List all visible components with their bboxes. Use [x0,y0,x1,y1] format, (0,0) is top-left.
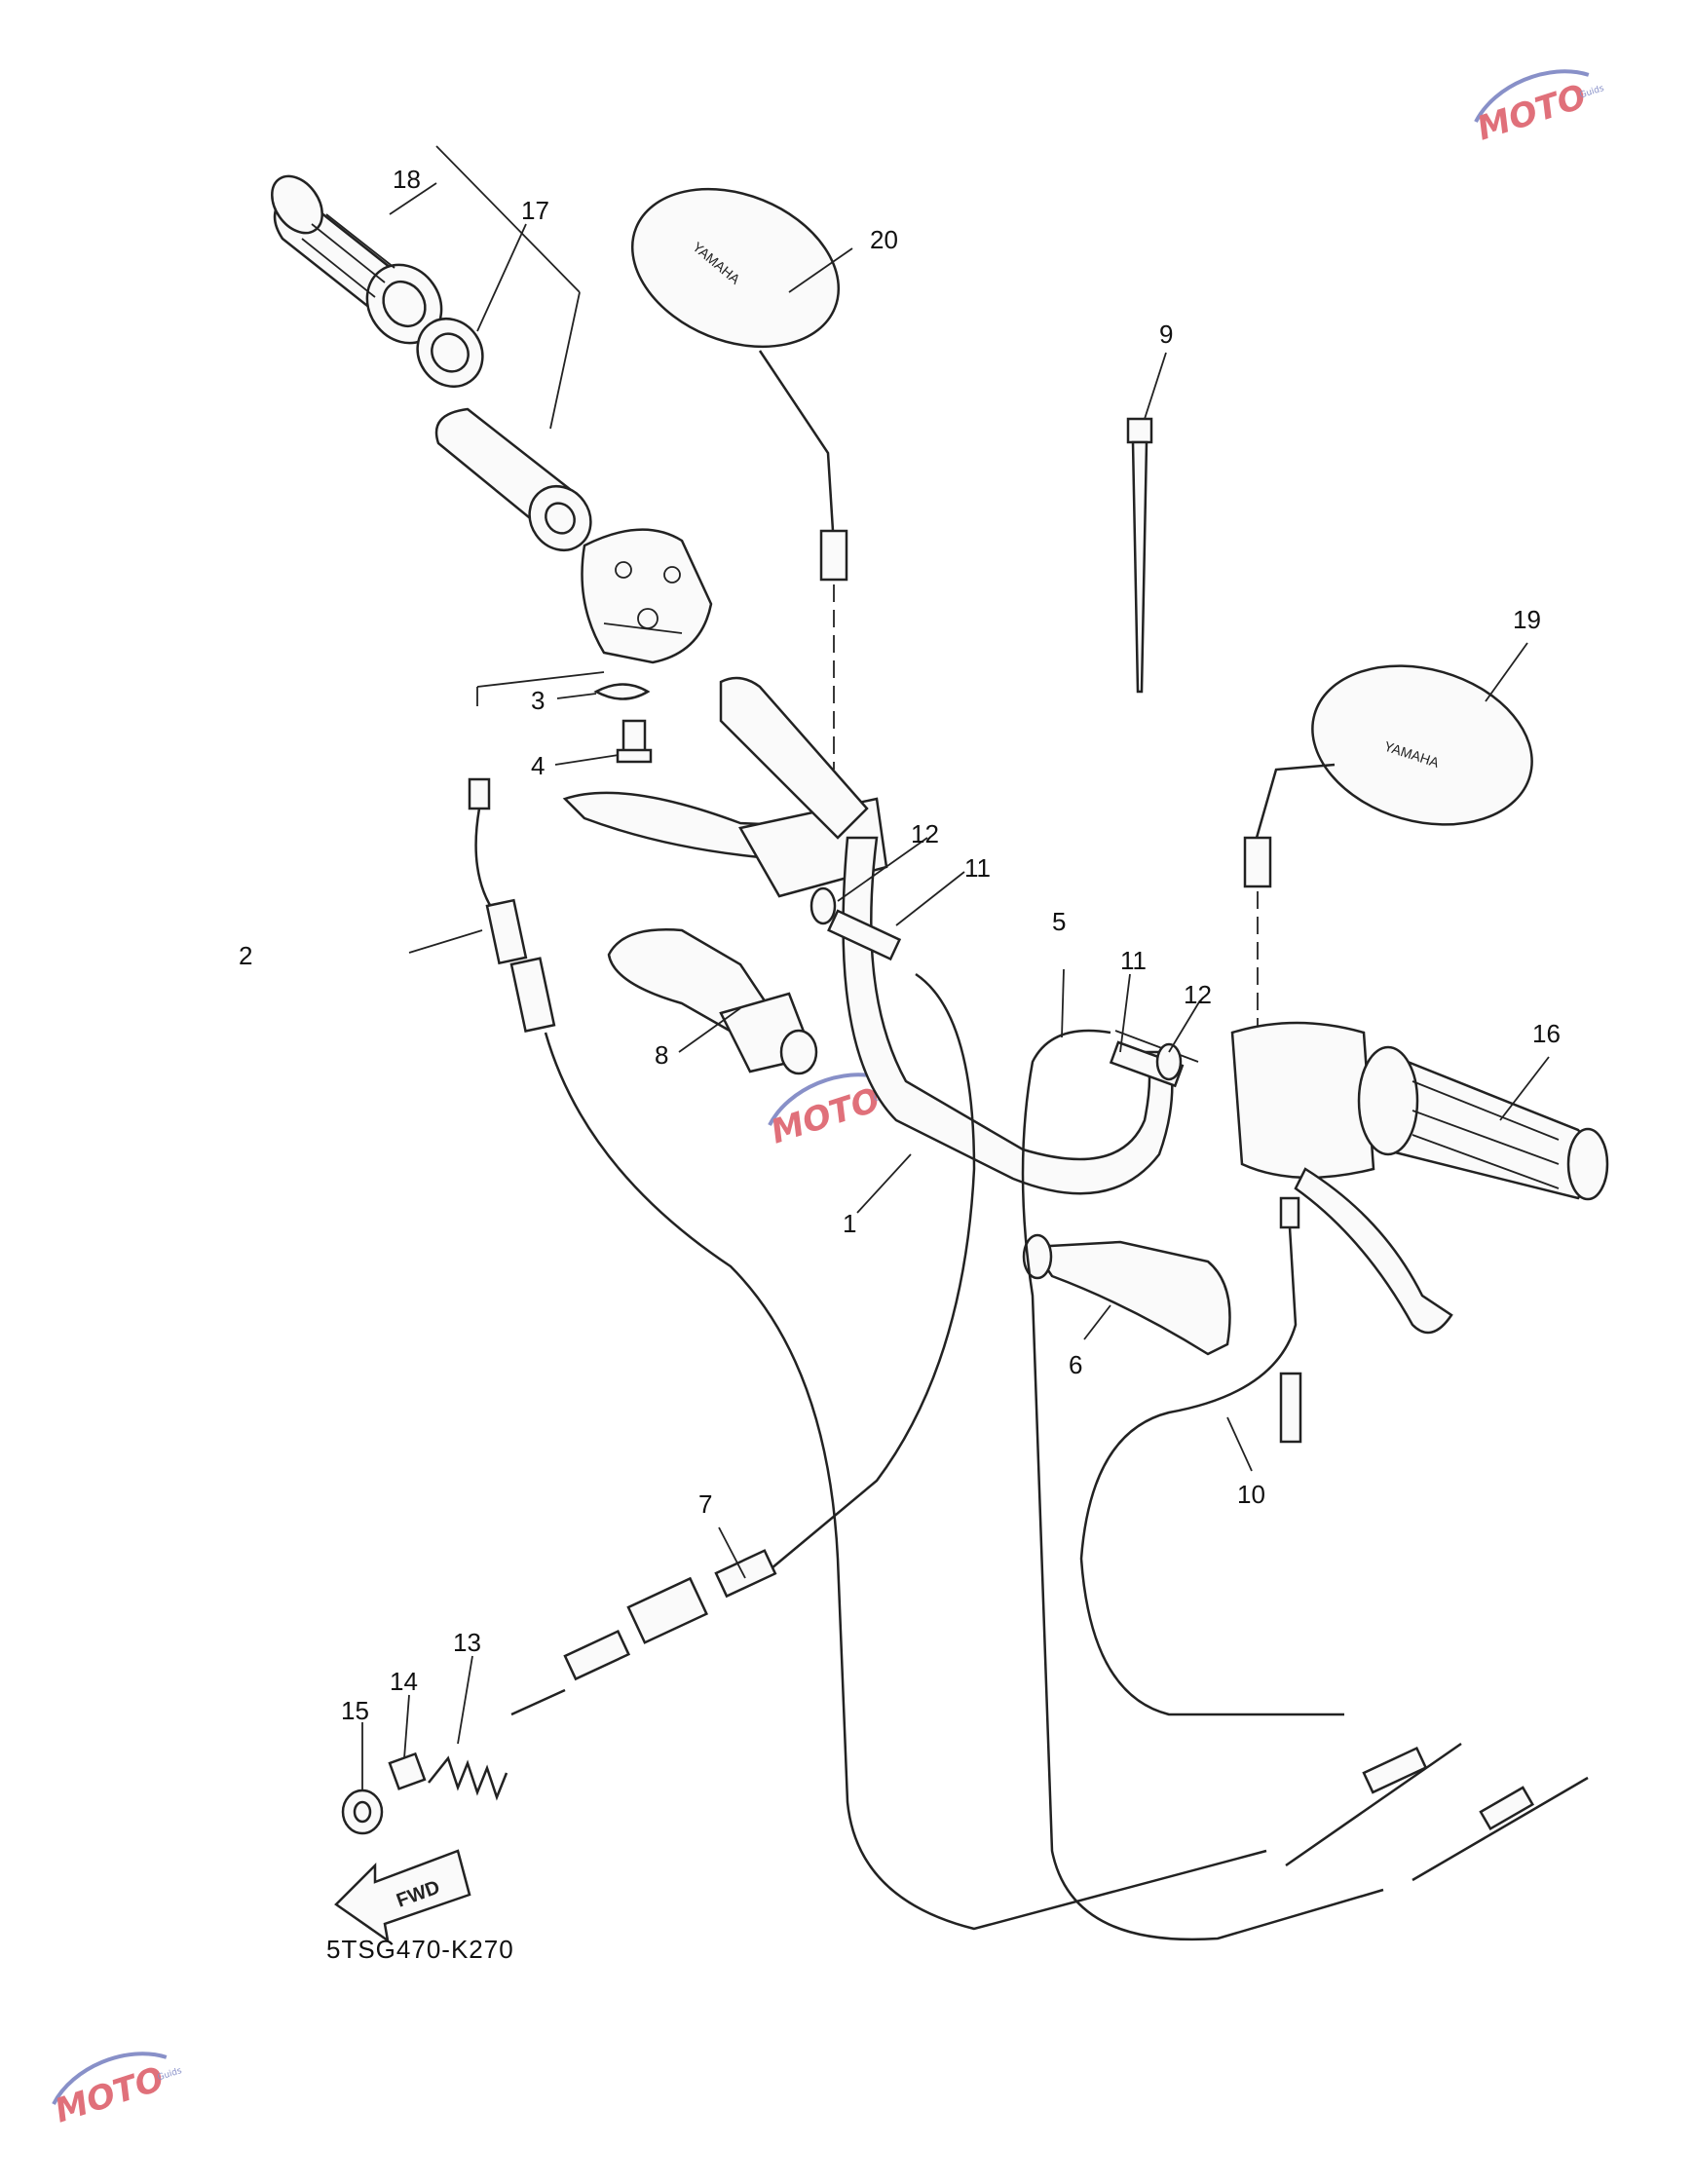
leader-lines [361,145,1550,1790]
part-label-3: 3 [531,686,545,715]
cable-5-drawing [1021,1029,1384,1941]
part-label-12-left: 12 [911,819,939,848]
lever-boot-right-drawing [1022,1233,1231,1356]
mirror-left-drawing: YAMAHA [630,187,848,770]
handlebar-drawing [842,836,1174,1195]
watermark-logo-text: MOTO [1473,77,1592,149]
part-label-6: 6 [1069,1350,1082,1379]
cable-7-drawing [510,972,976,1716]
drawing-code: 5TSG470-K270 [326,1935,514,1964]
part-label-11-right: 11 [1120,946,1147,975]
locknut-12-left-drawing [809,886,837,925]
cap-drawing [341,1789,384,1835]
part-label-16: 16 [1532,1019,1561,1048]
watermark-tagline: Guids [1579,84,1606,101]
spring-drawing [428,1755,508,1801]
washer-drawing [416,318,484,388]
part-label-2: 2 [239,941,252,970]
grip-housing-left-drawing [719,676,869,840]
screw-drawing [616,719,653,764]
lever-right-drawing [1294,1167,1453,1335]
watermark-logo-text: MOTO [767,1080,885,1152]
part-label-18: 18 [393,165,421,194]
part-label-8: 8 [655,1040,668,1070]
part-label-5: 5 [1052,907,1066,936]
part-label-1: 1 [843,1209,856,1238]
part-label-4: 4 [531,751,545,780]
part-label-14: 14 [390,1667,418,1696]
cable-ends-drawing [1285,1742,1589,1882]
cable-tie-drawing [1126,417,1153,694]
part-label-15: 15 [341,1696,369,1725]
part-label-12-right: 12 [1184,980,1212,1009]
grip-right-drawing [1230,1021,1609,1201]
fwd-arrow: FWD [334,1849,471,1943]
collar-drawing [388,1751,427,1790]
part-label-7: 7 [698,1489,712,1519]
part-label-13: 13 [453,1628,481,1657]
cable-10-drawing [1079,1196,1344,1716]
watermark-logo-top-right: MOTO Guids [1473,69,1606,149]
watermark-tagline: Guids [157,2066,184,2084]
part-label-10: 10 [1237,1480,1265,1509]
throttle-tube-drawing [434,407,592,551]
part-labels: 2 3 4 5 6 7 8 9 10 11 11 12 12 13 14 15 … [239,165,1561,1725]
adjuster-11-left-drawing [827,909,902,961]
watermark-logo-text: MOTO [51,2059,169,2131]
mirror-right-drawing: YAMAHA [1243,664,1533,1033]
switch-housing-left-drawing [581,528,713,664]
part-label-19: 19 [1513,605,1541,634]
part-label-17: 17 [521,196,549,225]
part-label-20: 20 [870,225,898,254]
cable-2-drawing [468,777,1267,1931]
watermark-logo-bottom-left: MOTO Guids [51,2052,184,2131]
part-label-9: 9 [1159,320,1173,349]
lever-boot-left-drawing [607,928,818,1075]
clip-drawing [593,683,651,700]
locknut-12-right-drawing [1155,1042,1183,1081]
part-label-11-left: 11 [964,853,991,883]
